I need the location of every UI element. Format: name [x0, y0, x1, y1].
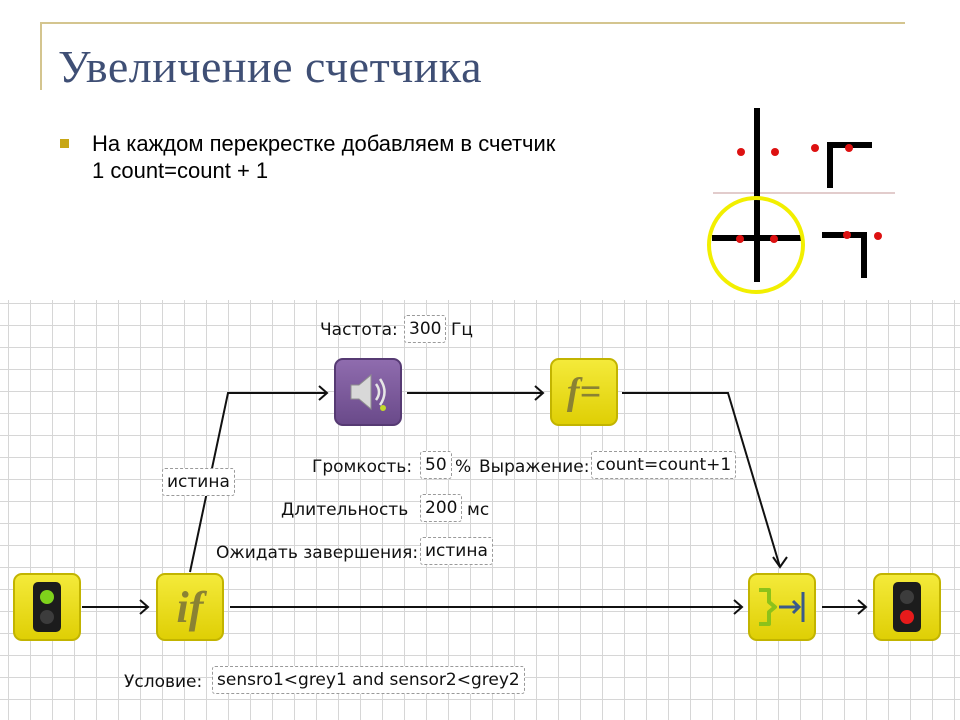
wire-down-arrow	[772, 556, 788, 569]
true-branch-label[interactable]: истина	[162, 468, 235, 496]
traffic-light-red-icon	[893, 582, 921, 632]
sensor-dot	[770, 235, 778, 243]
sensor-dot	[874, 232, 882, 240]
wire-end-arrow	[857, 599, 868, 615]
if-block[interactable]: if	[156, 573, 224, 641]
slide-title: Увеличение счетчика	[58, 41, 482, 92]
condition-label: Условие:	[124, 672, 203, 692]
wire-formula-arrow	[534, 385, 545, 401]
wire-merge-arrow	[733, 599, 744, 615]
volume-field[interactable]: 50	[420, 451, 452, 479]
formula-icon: f=	[566, 371, 602, 413]
wait-field[interactable]: истина	[420, 537, 493, 565]
frame-left-line	[40, 22, 42, 90]
if-icon: if	[176, 582, 204, 632]
sensor-dot	[737, 148, 745, 156]
merge-icon	[759, 588, 805, 626]
sensor-dot	[736, 235, 744, 243]
end-block[interactable]	[873, 573, 941, 641]
condition-field[interactable]: sensro1<grey1 and sensor2<grey2	[212, 666, 525, 694]
traffic-light-green-icon	[33, 582, 61, 632]
vertical-line-mark	[754, 108, 760, 198]
program-canvas[interactable]: if f= Частота: 300 Гц Громкость:	[0, 300, 960, 720]
bullet-marker	[60, 139, 69, 148]
volume-label: Громкость:	[312, 457, 413, 477]
intersection-illustration	[707, 108, 895, 294]
wire-start-arrow	[139, 599, 150, 615]
wire-sound-arrow	[318, 385, 329, 401]
expression-label: Выражение:	[479, 457, 590, 477]
frequency-field[interactable]: 300	[404, 315, 447, 343]
crossing-mark	[712, 235, 802, 241]
formula-block[interactable]: f=	[550, 358, 618, 426]
expression-field[interactable]: count=count+1	[591, 451, 737, 479]
duration-unit: мс	[467, 500, 490, 520]
volume-unit: %	[455, 457, 472, 477]
duration-label: Длительность	[281, 500, 409, 520]
crossing-highlight-circle	[707, 196, 805, 294]
sensor-dot	[845, 144, 853, 152]
duration-field[interactable]: 200	[420, 494, 463, 522]
sensor-dot	[771, 148, 779, 156]
merge-block[interactable]	[748, 573, 816, 641]
corner-mark	[827, 142, 833, 188]
connection-wires	[82, 385, 868, 615]
wait-label: Ожидать завершения:	[216, 543, 419, 563]
corner-mark	[861, 232, 867, 278]
sensor-dot	[811, 144, 819, 152]
frequency-label: Частота:	[320, 320, 398, 340]
wire-if-to-sound	[189, 392, 327, 573]
wire-formula-to-merge	[622, 392, 781, 568]
speaker-icon	[350, 373, 386, 411]
frame-top-line	[40, 22, 905, 24]
sensor-dot	[843, 231, 851, 239]
frequency-unit: Гц	[451, 320, 473, 340]
bullet-text: На каждом перекрестке добавляем в счетчи…	[92, 131, 556, 183]
start-block[interactable]	[13, 573, 81, 641]
sound-block[interactable]	[334, 358, 402, 426]
